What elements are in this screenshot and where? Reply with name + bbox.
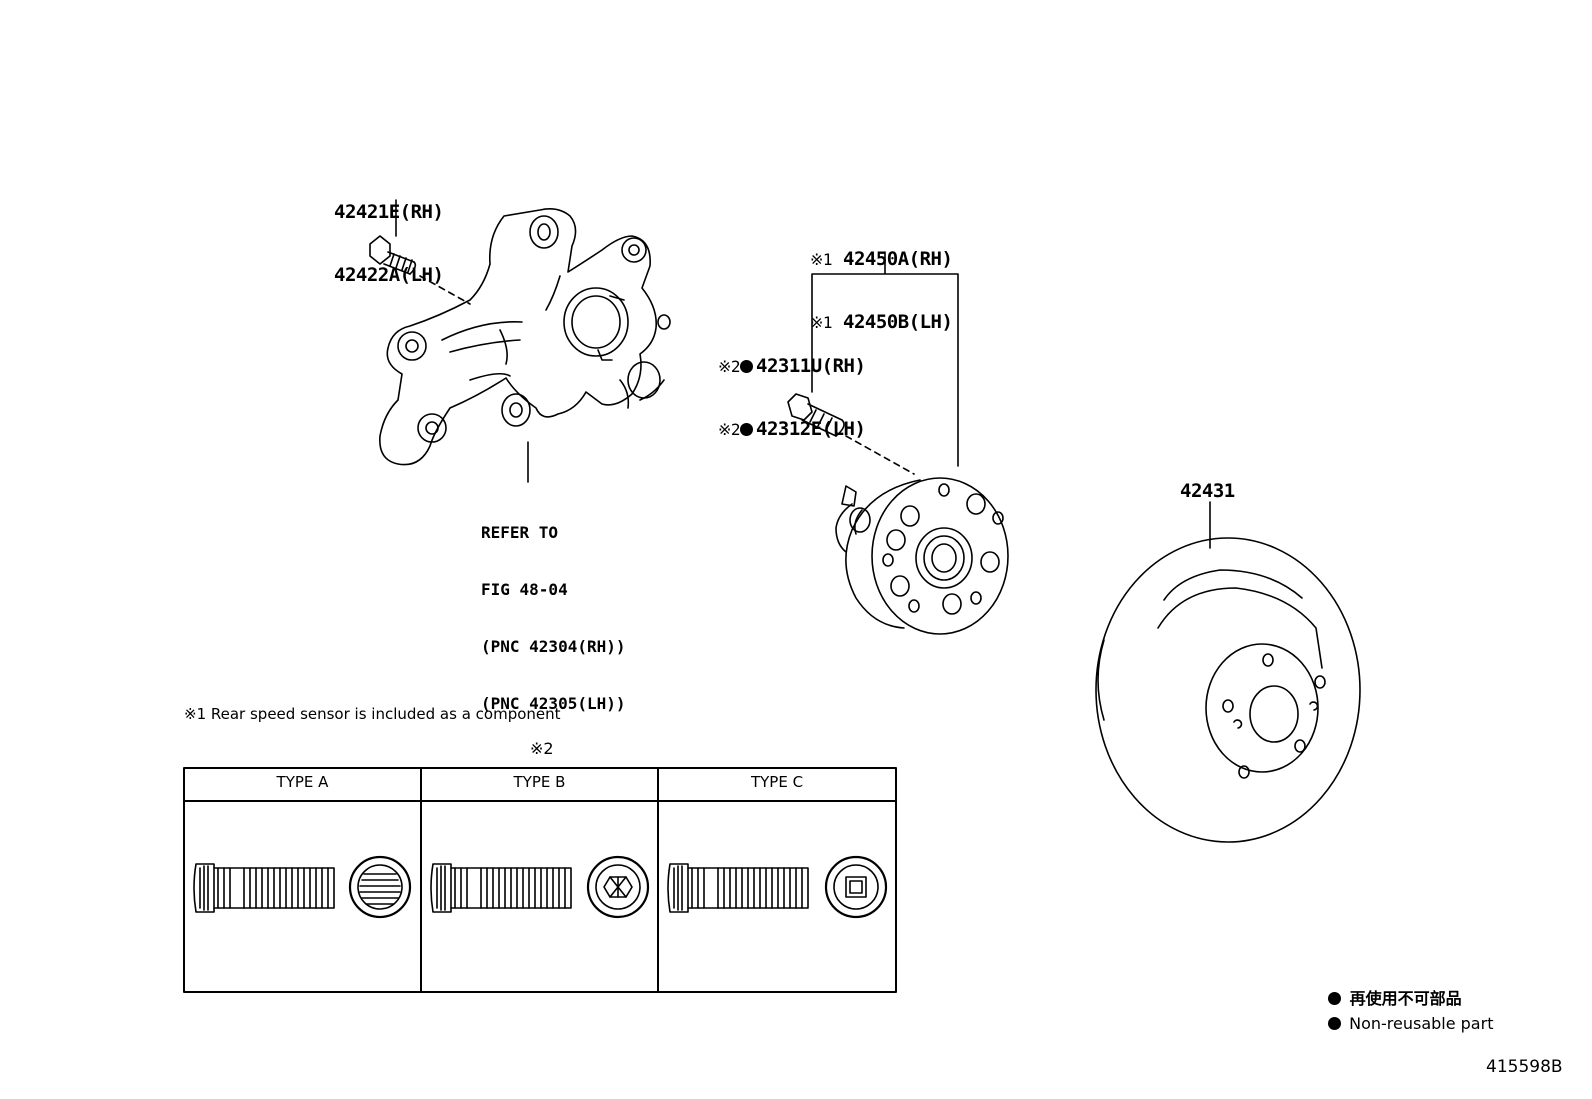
non-reusable-dot-icon bbox=[1328, 992, 1341, 1005]
table-header-type-b: TYPE B bbox=[513, 773, 566, 791]
knuckle[interactable] bbox=[379, 208, 671, 466]
note-speed-sensor: ※1 Rear speed sensor is included as a co… bbox=[184, 705, 561, 723]
legend-jp: 再使用不可部品 bbox=[1328, 990, 1462, 1008]
callout-knuckle-bolt-rh: 42421E(RH) bbox=[334, 201, 444, 223]
table-note-mark: ※2 bbox=[530, 739, 554, 758]
refer-line-1: REFER TO bbox=[481, 523, 559, 542]
table-header-type-a: TYPE A bbox=[276, 773, 329, 791]
refer-line-4: (PNC 42305(LH)) bbox=[481, 694, 626, 713]
callout-hub-bolt-lh: 42312E(LH) bbox=[756, 418, 866, 440]
callout-refer: REFER TO FIG 48-04 (PNC 42304(RH)) (PNC … bbox=[481, 485, 626, 732]
legend-jp-text: 再使用不可部品 bbox=[1349, 989, 1462, 1008]
hub-assembly[interactable] bbox=[835, 477, 1009, 635]
leader-hub-assembly bbox=[811, 251, 959, 467]
refer-line-2: FIG 48-04 bbox=[481, 580, 568, 599]
note-mark-2: ※2 bbox=[718, 357, 741, 376]
refer-line-3: (PNC 42304(RH)) bbox=[481, 637, 626, 656]
stud-type-c[interactable] bbox=[667, 863, 809, 913]
callout-hub-assembly-lh: 42450B(LH) bbox=[843, 311, 953, 333]
table-header-type-c: TYPE C bbox=[750, 773, 804, 791]
square-socket-head-icon bbox=[824, 855, 888, 919]
callout-knuckle-bolt-lh: 42422A(LH) bbox=[334, 264, 444, 286]
callout-hub-bolt: ※2 42311U(RH) ※2 42312E(LH) bbox=[718, 314, 866, 461]
knuckle-bolt[interactable] bbox=[369, 235, 471, 305]
stud-type-a[interactable] bbox=[193, 863, 335, 913]
hub-bolt[interactable] bbox=[787, 393, 915, 475]
callout-hub-assembly: ※1 42450A(RH) ※1 42450B(LH) bbox=[810, 207, 953, 354]
callout-hub-assembly-rh: 42450A(RH) bbox=[843, 248, 953, 270]
note-mark-1: ※1 bbox=[810, 250, 833, 269]
note-mark-2: ※2 bbox=[718, 420, 741, 439]
non-reusable-dot-icon bbox=[740, 423, 754, 436]
stud-type-table bbox=[183, 767, 897, 993]
non-reusable-dot-icon bbox=[740, 360, 754, 373]
callout-knuckle-bolt: 42421E(RH) 42422A(LH) bbox=[334, 160, 444, 307]
stud-type-b[interactable] bbox=[430, 863, 572, 913]
callout-hub-bolt-rh: 42311U(RH) bbox=[756, 355, 866, 377]
note-mark-1: ※1 bbox=[810, 313, 833, 332]
brake-disc[interactable] bbox=[1095, 537, 1361, 843]
non-reusable-dot-icon bbox=[1328, 1017, 1341, 1030]
callout-disc: 42431 bbox=[1180, 480, 1235, 502]
hex-socket-head-icon bbox=[586, 855, 650, 919]
legend-en-text: Non-reusable part bbox=[1349, 1014, 1494, 1033]
serrated-stud-ring-head-icon bbox=[348, 855, 412, 919]
figure-id: 415598B bbox=[1486, 1057, 1563, 1077]
legend-en: Non-reusable part bbox=[1328, 1015, 1493, 1033]
